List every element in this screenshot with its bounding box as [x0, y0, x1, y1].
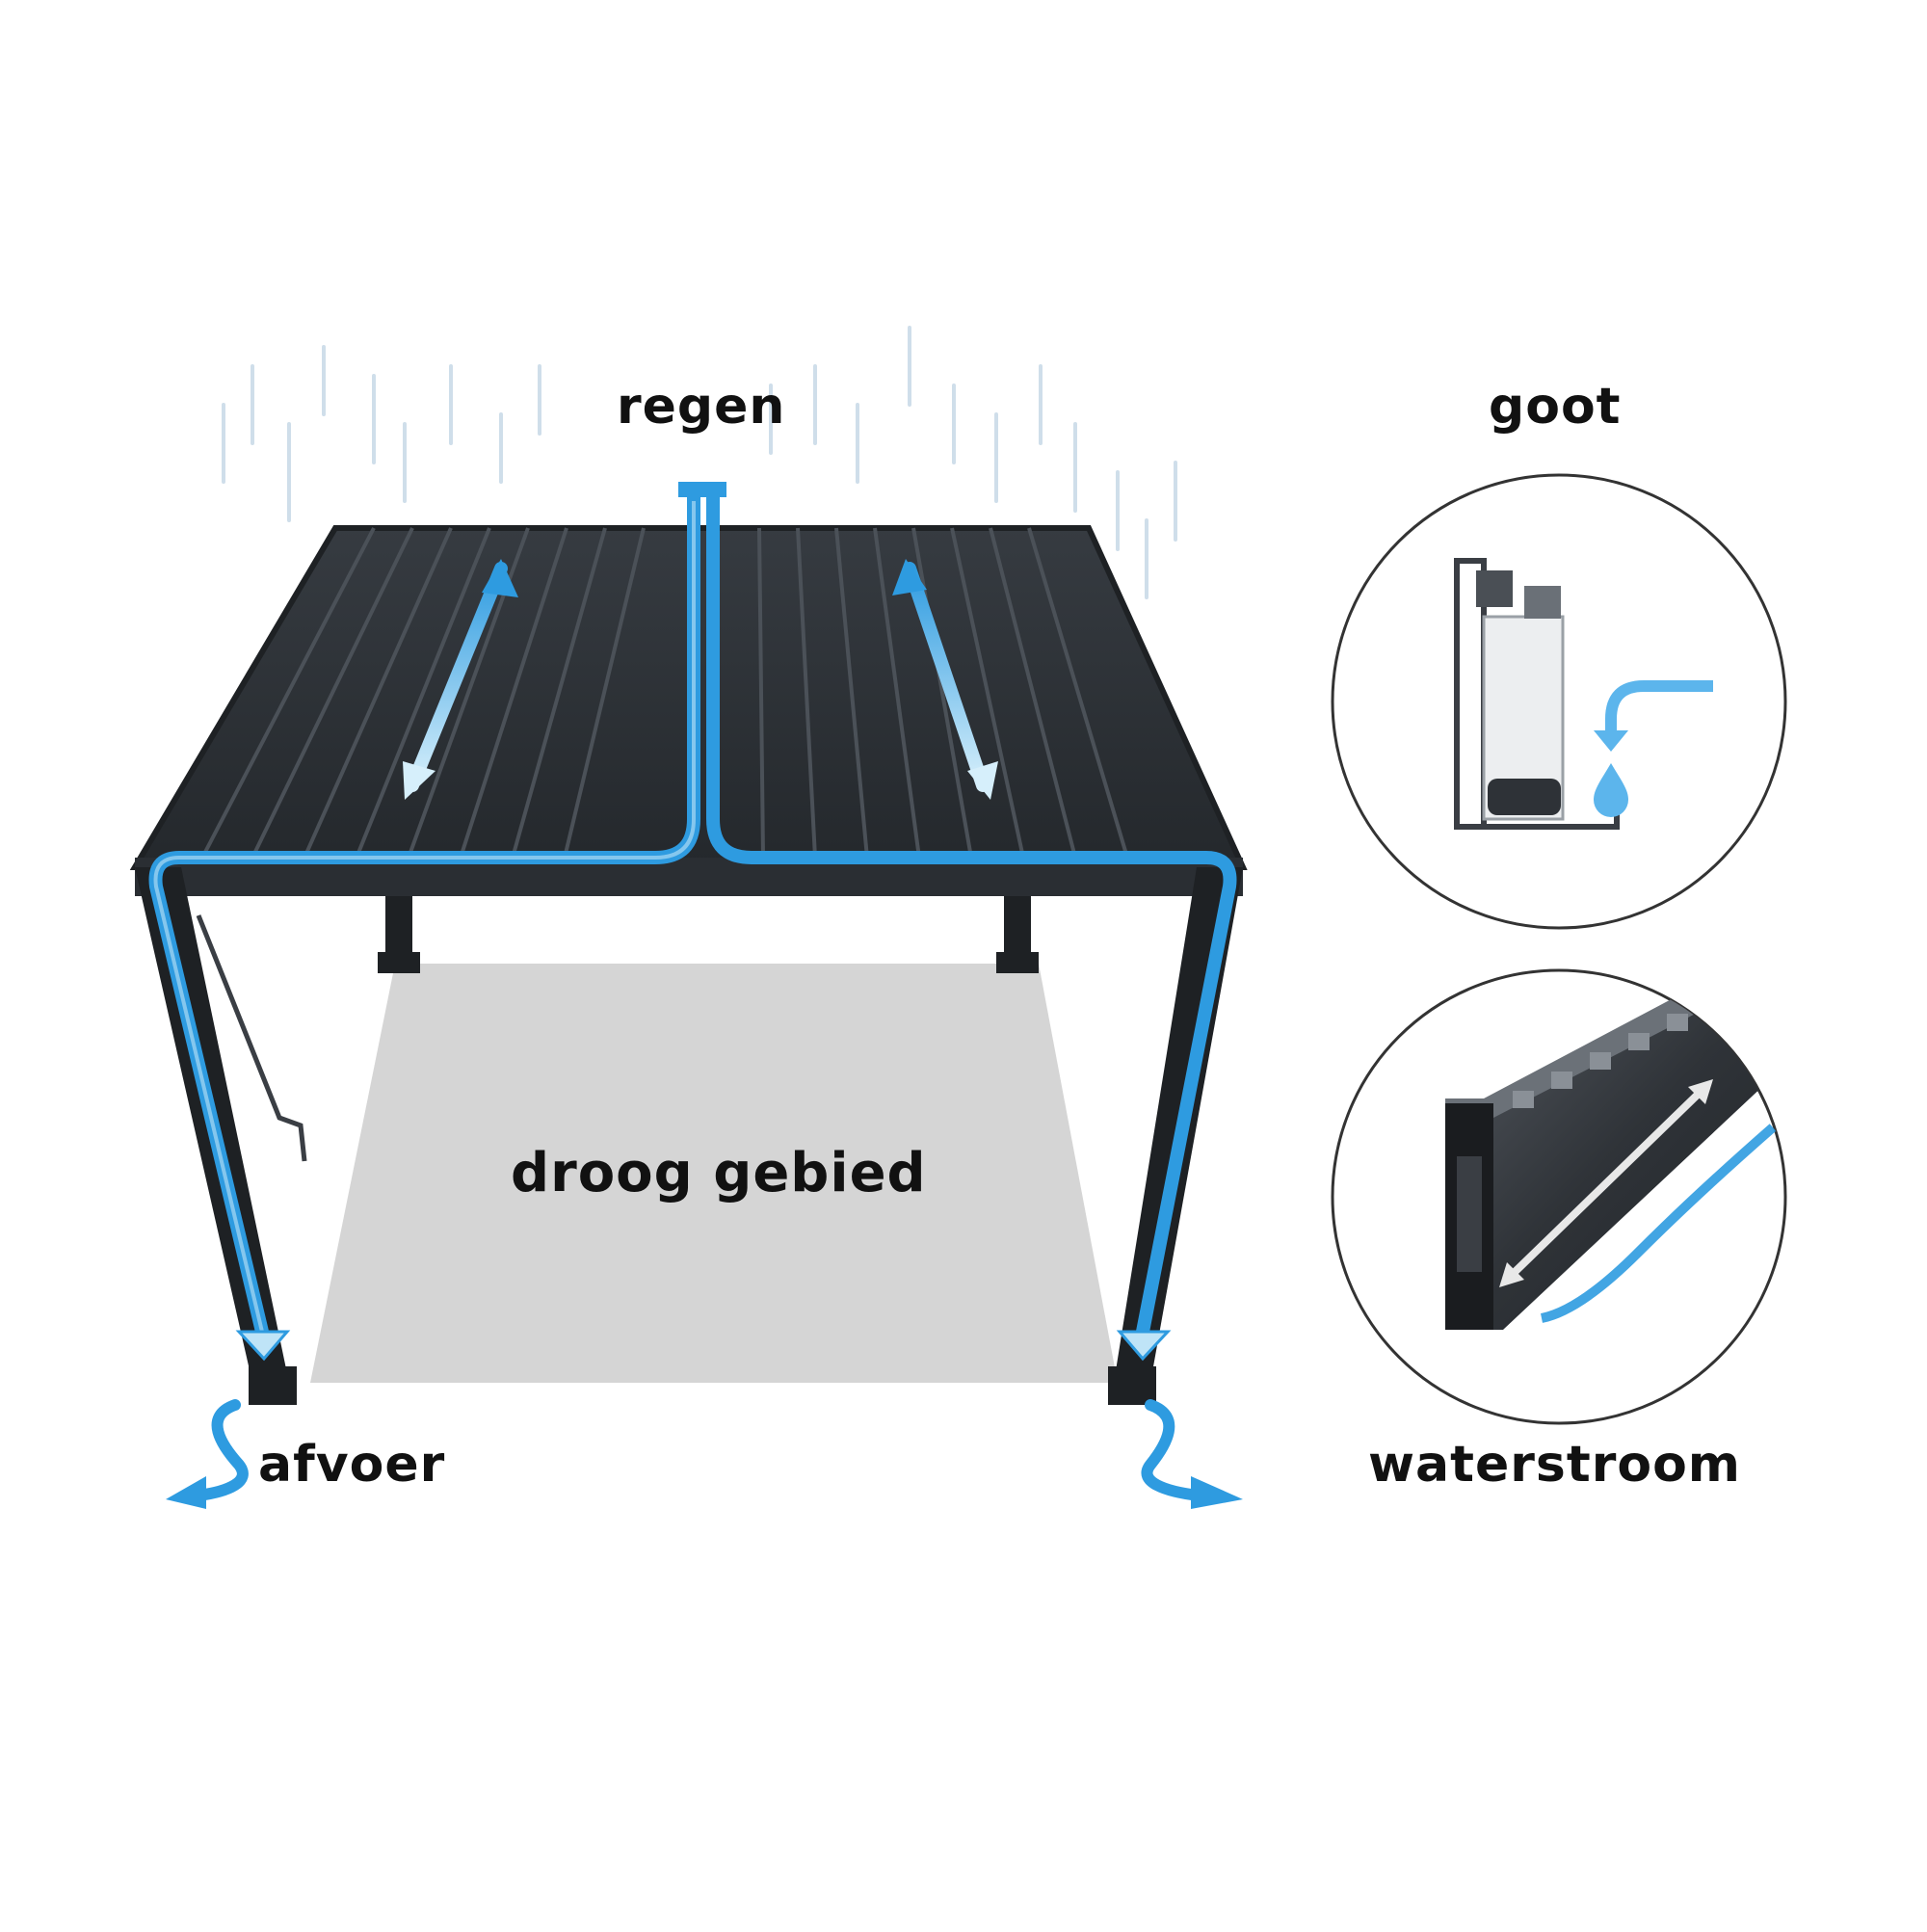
water-channel-right: [706, 491, 1237, 1334]
louvre-motion-arrow-left: [403, 559, 518, 800]
roof-slat: [989, 527, 1077, 859]
dry-area-floor: [310, 964, 1118, 1383]
gutter-water-arrow: [1605, 680, 1713, 732]
drain-arrowhead-left: [166, 1476, 206, 1509]
gutter-detail-circle: [1331, 473, 1787, 930]
roof-slat: [303, 527, 453, 859]
roof-slat: [251, 527, 414, 859]
gutter-tooth: [1590, 1052, 1611, 1070]
roof-slat: [459, 527, 568, 859]
rain-streaks: [222, 326, 1177, 599]
louvre-motion-arrow-right: [892, 559, 998, 800]
gutter-water-arrowhead: [1594, 730, 1628, 752]
water-channel-left-inner: [153, 501, 696, 1333]
gutter-profile-cap: [1476, 570, 1513, 607]
roof-slat: [796, 527, 817, 859]
drain-arrowhead-right: [1191, 1476, 1243, 1509]
gutter-tooth: [1705, 994, 1727, 1012]
drain-arrow-left: [193, 1399, 249, 1501]
gutter-3d-top: [1445, 970, 1785, 1118]
water-drop-icon: [1594, 763, 1628, 817]
waterflow-detail-circle: [1331, 968, 1787, 1425]
gutter-3d-body: [1445, 970, 1785, 1330]
label-rain: regen: [617, 378, 786, 436]
roof-slat: [1027, 527, 1129, 859]
label-dry-area: droog gebied: [511, 1142, 927, 1204]
gutter-tooth: [1667, 1014, 1688, 1031]
roof-slat: [563, 527, 646, 859]
down-arrow-right: [1116, 1330, 1172, 1362]
roof-slat: [200, 527, 376, 859]
label-water-flow: waterstroom: [1368, 1436, 1741, 1494]
roof-slat: [511, 527, 607, 859]
back-post-foot-left: [378, 952, 420, 973]
waterflow-arrowhead-bottom: [1499, 1262, 1524, 1287]
roof-slats: [200, 527, 1129, 859]
roof-slat: [911, 527, 973, 859]
foot-right: [1108, 1366, 1156, 1405]
back-post-foot-right: [996, 952, 1039, 973]
waterflow-double-arrow: [1505, 1085, 1707, 1282]
drain-arrow-right: [1141, 1399, 1204, 1501]
waterflow-arrowhead-top: [1688, 1079, 1713, 1104]
rain-inflow: [678, 482, 726, 497]
gutter-tooth: [1513, 1091, 1534, 1108]
foot-left: [249, 1366, 297, 1405]
label-gutter: goot: [1489, 378, 1622, 436]
down-arrow-left: [235, 1330, 291, 1362]
gutter-tooth: [1551, 1072, 1572, 1089]
roof-slat: [834, 527, 869, 859]
gutter-3d-water: [1540, 1124, 1777, 1323]
roof-slat: [355, 527, 491, 859]
gutter-3d-end-slot: [1457, 1156, 1482, 1272]
gutter-tooth: [1628, 1033, 1650, 1050]
roof-slat: [757, 527, 765, 859]
label-drain: afvoer: [258, 1436, 446, 1494]
gutter-profile-roller: [1488, 779, 1561, 815]
crank-handle: [196, 914, 307, 1162]
roof-slat: [873, 527, 921, 859]
roof-slat: [950, 527, 1025, 859]
gutter-profile-block: [1524, 586, 1561, 619]
